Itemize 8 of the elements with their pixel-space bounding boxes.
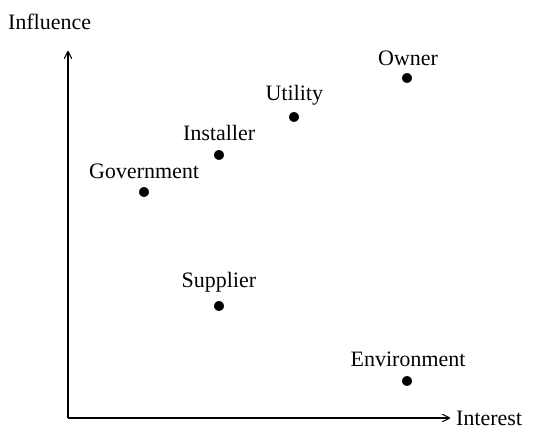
point-label: Environment bbox=[350, 347, 466, 371]
axis-title: Interest bbox=[456, 406, 522, 430]
point-label: Owner bbox=[378, 46, 438, 70]
axis-title: Influence bbox=[8, 10, 92, 34]
point-label: Utility bbox=[266, 81, 323, 105]
point-label: Government bbox=[89, 159, 199, 183]
point-label: Supplier bbox=[182, 268, 256, 292]
point-label: Installer bbox=[183, 121, 256, 145]
